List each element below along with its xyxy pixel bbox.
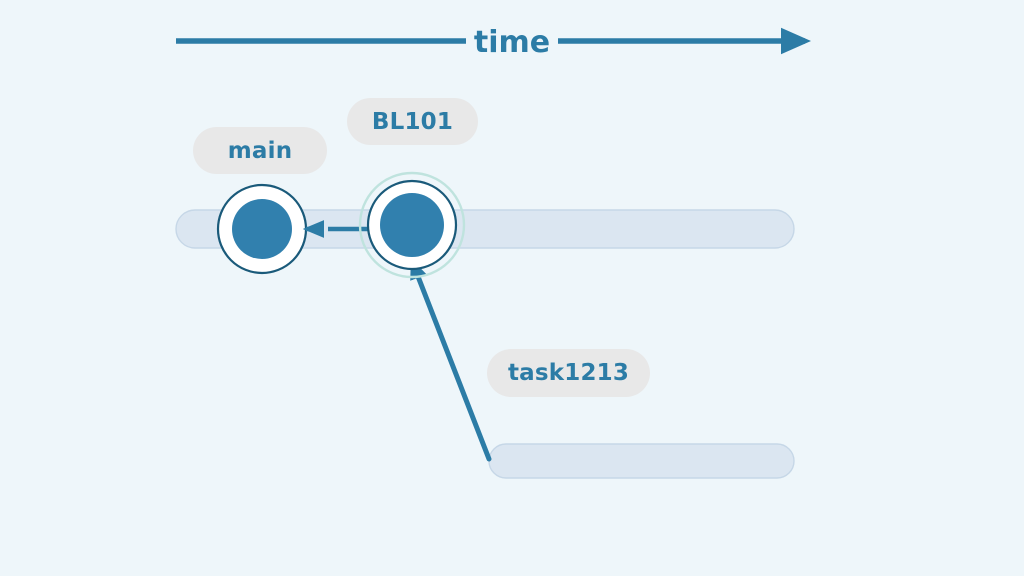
branch-badge-bl101[interactable]: BL101	[347, 98, 478, 145]
main-lane-bar[interactable]	[175, 209, 795, 249]
connector-task1213-to-bl101	[409, 258, 492, 462]
connector-task1213-line	[409, 258, 492, 462]
commit-main-dot[interactable]	[232, 199, 292, 259]
branch-badge-main[interactable]: main	[193, 127, 327, 174]
time-axis-label: time	[466, 23, 558, 61]
commit-bl101-highlight-ring	[358, 171, 466, 279]
task1213-lane-bar[interactable]	[488, 443, 795, 479]
task1213-lane[interactable]	[488, 443, 795, 479]
commit-node-bl101[interactable]	[358, 171, 466, 279]
commit-bl101-dot[interactable]	[380, 193, 444, 257]
commit-node-main[interactable]	[216, 183, 308, 275]
branch-badge-task1213[interactable]: task1213	[487, 349, 650, 397]
main-lane[interactable]	[175, 209, 795, 249]
